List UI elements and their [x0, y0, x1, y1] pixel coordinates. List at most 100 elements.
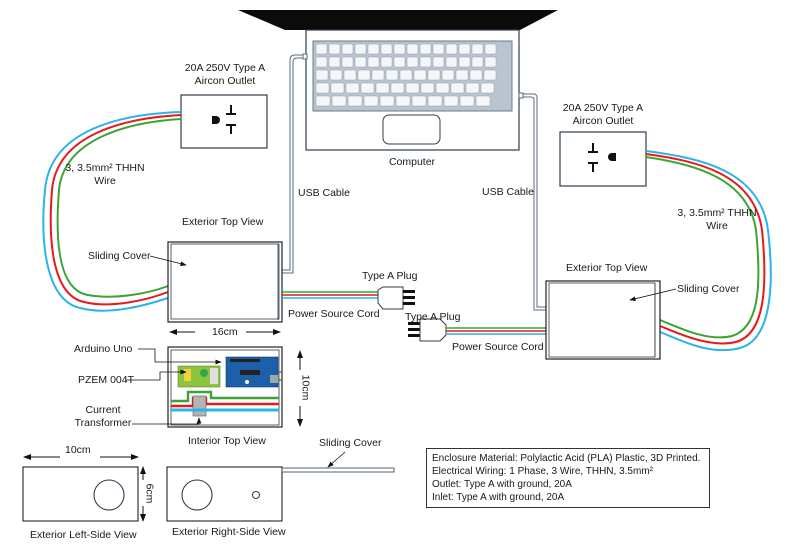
current-transformer-label: Current Transformer — [70, 404, 136, 430]
keyboard-key — [469, 69, 483, 81]
keyboard-key — [395, 95, 411, 107]
keyboard-key — [357, 69, 371, 81]
keyboard-key — [406, 56, 419, 68]
keyboard-key — [458, 56, 471, 68]
exterior-left-side-view — [22, 466, 139, 522]
keyboard-key — [343, 69, 357, 81]
spec-electrical-wiring: Electrical Wiring: 1 Phase, 3 Wire, THHN… — [432, 466, 653, 477]
dimension-6cm-label: 6cm — [143, 483, 156, 504]
keyboard-key — [329, 69, 343, 81]
interior-top-view-label: Interior Top View — [188, 435, 266, 447]
sliding-cover-left-label: Sliding Cover — [88, 250, 151, 262]
keyboard-key — [427, 95, 443, 107]
keyboard-key — [413, 69, 427, 81]
outlet-left-label-line2: Aircon Outlet — [194, 75, 256, 87]
keyboard-key — [315, 43, 328, 55]
keyboard-key — [315, 56, 328, 68]
plug-left-label: Type A Plug — [362, 270, 418, 282]
keyboard-key — [458, 43, 471, 55]
keyboard-key — [471, 56, 484, 68]
keyboard-key — [411, 95, 427, 107]
exterior-top-view-left-label: Exterior Top View — [182, 216, 264, 228]
wire-right-label: 3, 3.5mm² THHN Wire — [672, 207, 762, 233]
outlet-left-label-line1: 20A 250V Type A — [184, 62, 266, 74]
keyboard-key — [420, 82, 435, 94]
spec-enclosure-material: Enclosure Material: Polylactic Acid (PLA… — [432, 453, 701, 464]
keyboard-key — [406, 43, 419, 55]
wire-left-label-line1: 3, 3.5mm² THHN — [65, 162, 145, 174]
cord-right-label: Power Source Cord — [452, 341, 544, 353]
keyboard-key — [330, 82, 345, 94]
keyboard-key — [354, 56, 367, 68]
wire-left-label: 3, 3.5mm² THHN Wire — [60, 162, 150, 188]
keyboard-key — [475, 95, 491, 107]
exterior-right-side-view-label: Exterior Right-Side View — [172, 526, 286, 538]
keyboard-key — [405, 82, 420, 94]
keyboard-key — [480, 82, 495, 94]
cord-left-label: Power Source Cord — [288, 308, 380, 320]
leader-lines — [125, 348, 222, 425]
specifications-box: Enclosure Material: Polylactic Acid (PLA… — [426, 448, 710, 508]
keyboard-key — [484, 43, 497, 55]
exterior-top-view-left — [149, 241, 283, 323]
usb-cable-left-label: USB Cable — [298, 187, 350, 199]
exterior-right-side-view — [166, 451, 395, 522]
interior-top-view — [167, 346, 283, 428]
keyboard-key — [390, 82, 405, 94]
keyboard-key — [371, 69, 385, 81]
dimension-10cm-vertical-label: 10cm — [299, 374, 312, 401]
wire-right-label-line1: 3, 3.5mm² THHN — [677, 207, 757, 219]
outlet-right-label-line2: Aircon Outlet — [572, 115, 634, 127]
arduino-uno-label: Arduino Uno — [74, 343, 133, 355]
type-a-plug-icon — [377, 286, 415, 310]
dimension-16cm-label: 16cm — [212, 326, 238, 338]
exterior-top-view-right — [545, 280, 677, 360]
keyboard-key — [315, 69, 329, 81]
keyboard-key — [345, 82, 360, 94]
keyboard-key — [484, 56, 497, 68]
keyboard-key — [380, 56, 393, 68]
keyboard-key — [445, 56, 458, 68]
keyboard-key — [375, 82, 390, 94]
keyboard-key — [379, 95, 395, 107]
keyboard-key — [367, 56, 380, 68]
keyboard-key — [459, 95, 475, 107]
keyboard-key — [443, 95, 459, 107]
keyboard-key — [367, 43, 380, 55]
pzem-label: PZEM 004T — [78, 374, 135, 386]
spec-inlet: Inlet: Type A with ground, 20A — [432, 492, 565, 503]
keyboard-key — [341, 56, 354, 68]
outlet-right-label-line1: 20A 250V Type A — [562, 102, 644, 114]
current-transformer-label-line2: Transformer — [74, 417, 132, 429]
keyboard-key — [363, 95, 379, 107]
thhn-wire-right — [645, 150, 772, 352]
keyboard-key — [328, 43, 341, 55]
outlet-right — [559, 131, 647, 187]
usb-cable-left — [280, 53, 308, 274]
sliding-cover-side-label: Sliding Cover — [319, 437, 382, 449]
keyboard-key — [360, 82, 375, 94]
keyboard-key — [393, 43, 406, 55]
keyboard-key — [445, 43, 458, 55]
keyboard-key — [385, 69, 399, 81]
keyboard-key — [483, 69, 497, 81]
sliding-cover-right-label: Sliding Cover — [677, 283, 740, 295]
spec-outlet: Outlet: Type A with ground, 20A — [432, 479, 572, 490]
power-cord-left — [282, 291, 378, 299]
keyboard-key — [399, 69, 413, 81]
exterior-top-view-right-label: Exterior Top View — [566, 262, 648, 274]
exterior-left-side-view-label: Exterior Left-Side View — [30, 529, 137, 541]
keyboard-key — [441, 69, 455, 81]
keyboard-key — [315, 95, 331, 107]
keyboard-key — [471, 43, 484, 55]
thhn-wire-left — [42, 111, 182, 312]
usb-cable-right — [518, 92, 546, 311]
current-transformer-label-line1: Current — [85, 404, 121, 416]
keyboard-key — [419, 56, 432, 68]
outlet-left-label: 20A 250V Type A Aircon Outlet — [170, 62, 280, 88]
keyboard-key — [435, 82, 450, 94]
keyboard-key — [380, 43, 393, 55]
keyboard-key — [432, 56, 445, 68]
wire-right-label-line2: Wire — [706, 220, 728, 232]
